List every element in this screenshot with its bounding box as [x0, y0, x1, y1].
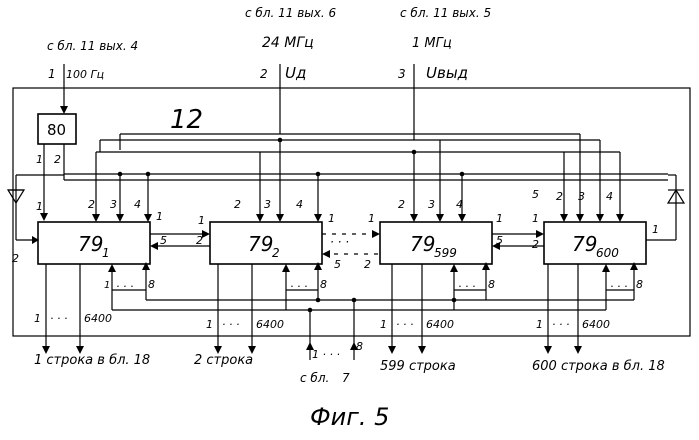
block-79-2-base: 79 [248, 232, 273, 256]
svg-text:· · ·: · · · [396, 318, 413, 331]
svg-text:1: 1 [206, 318, 213, 331]
bottom-input-block: 7 [342, 371, 350, 385]
block-79-600-sub: 600 [596, 246, 619, 260]
svg-text:· · ·: · · · [50, 312, 67, 325]
left-pin2: 2 [12, 252, 19, 265]
svg-text:5: 5 [496, 234, 503, 247]
svg-text:2: 2 [196, 234, 203, 247]
block-79-600-inputs: 5 2 3 4 [532, 150, 624, 222]
right-pin1: 1 [652, 223, 659, 236]
svg-text:2: 2 [556, 190, 563, 203]
svg-text:· · ·: · · · [552, 318, 569, 331]
block-79-600-base: 79 [572, 232, 597, 256]
svg-text:2: 2 [364, 258, 371, 271]
output-1-label: 1 строка в бл. 18 [34, 353, 150, 368]
input2-pin: 2 [260, 67, 268, 81]
input3-signal: Uвыд [426, 64, 468, 82]
svg-text:2: 2 [532, 238, 539, 251]
svg-text:3: 3 [428, 198, 435, 211]
output-599-label: 599 строка [380, 359, 456, 374]
svg-text:· · ·: · · · [290, 280, 307, 293]
svg-text:1: 1 [368, 212, 375, 225]
svg-text:8: 8 [320, 278, 327, 291]
svg-text:6400: 6400 [582, 318, 610, 331]
svg-text:2: 2 [234, 198, 241, 211]
input1-pin: 1 [48, 67, 56, 81]
svg-text:6400: 6400 [256, 318, 284, 331]
chain-connections: 1 1 5 2 · · · 1 1 5 2 1 1 5 2 [150, 210, 544, 271]
svg-text:6400: 6400 [426, 318, 454, 331]
block-79-1-sub: 1 [102, 246, 110, 260]
svg-text:5: 5 [334, 258, 341, 271]
svg-text:1: 1 [496, 212, 503, 225]
svg-text:1: 1 [328, 212, 335, 225]
svg-text:1: 1 [156, 210, 163, 223]
svg-text:· · ·: · · · [116, 280, 133, 293]
bottom-input-source: с бл. [300, 371, 329, 385]
svg-text:5: 5 [532, 188, 539, 201]
svg-text:4: 4 [456, 198, 463, 211]
svg-text:1: 1 [532, 212, 539, 225]
svg-text:8: 8 [148, 278, 155, 291]
input2-source: с бл. 11 вых. 6 [245, 6, 336, 20]
input2-signal: Uд [285, 64, 306, 82]
svg-text:1: 1 [104, 280, 110, 291]
block-79-2-sub: 2 [272, 246, 280, 260]
block-12-label: 12 [170, 105, 203, 135]
block-80-pin2: 2 [54, 153, 61, 166]
svg-text:· · ·: · · · [458, 280, 475, 293]
svg-text:4: 4 [606, 190, 613, 203]
svg-text:· · ·: · · · [610, 280, 627, 293]
block-12-frame [13, 88, 690, 336]
bottom-input-pin8: 8 [356, 340, 363, 353]
figure-caption: Фиг. 5 [310, 403, 389, 431]
svg-text:3: 3 [578, 190, 585, 203]
bottom-input-dots: 1 · · · [312, 348, 340, 361]
input3-pin: 3 [398, 67, 406, 81]
svg-text:4: 4 [134, 198, 141, 211]
svg-text:1: 1 [536, 318, 543, 331]
svg-text:2: 2 [398, 198, 405, 211]
block-79-1-base: 79 [78, 232, 103, 256]
svg-text:1: 1 [380, 318, 387, 331]
output-600-label: 600 строка в бл. 18 [532, 359, 665, 374]
input3-source: с бл. 11 вых. 5 [400, 6, 491, 20]
svg-text:2: 2 [88, 198, 95, 211]
input2-freq: 24 МГц [262, 35, 314, 51]
block-79-599-sub: 599 [434, 246, 457, 260]
svg-text:5: 5 [160, 234, 167, 247]
svg-text:· · ·: · · · [222, 318, 239, 331]
output-2-label: 2 строка [194, 353, 253, 368]
svg-text:· · ·: · · · [330, 235, 349, 249]
input3-freq: 1 МГц [412, 36, 452, 51]
block-80-label: 80 [47, 121, 66, 139]
svg-text:1: 1 [198, 214, 205, 227]
svg-text:8: 8 [488, 278, 495, 291]
svg-text:3: 3 [264, 198, 271, 211]
block-80-pin1: 1 [36, 153, 43, 166]
input1-source: с бл. 11 вых. 4 [47, 39, 138, 53]
svg-text:8: 8 [636, 278, 643, 291]
input1-signal: 100 Гц [66, 68, 104, 81]
svg-text:3: 3 [110, 198, 117, 211]
svg-text:4: 4 [296, 198, 303, 211]
svg-text:1: 1 [36, 200, 43, 213]
svg-text:1: 1 [34, 312, 41, 325]
block-79-599-base: 79 [410, 232, 435, 256]
svg-text:6400: 6400 [84, 312, 112, 325]
